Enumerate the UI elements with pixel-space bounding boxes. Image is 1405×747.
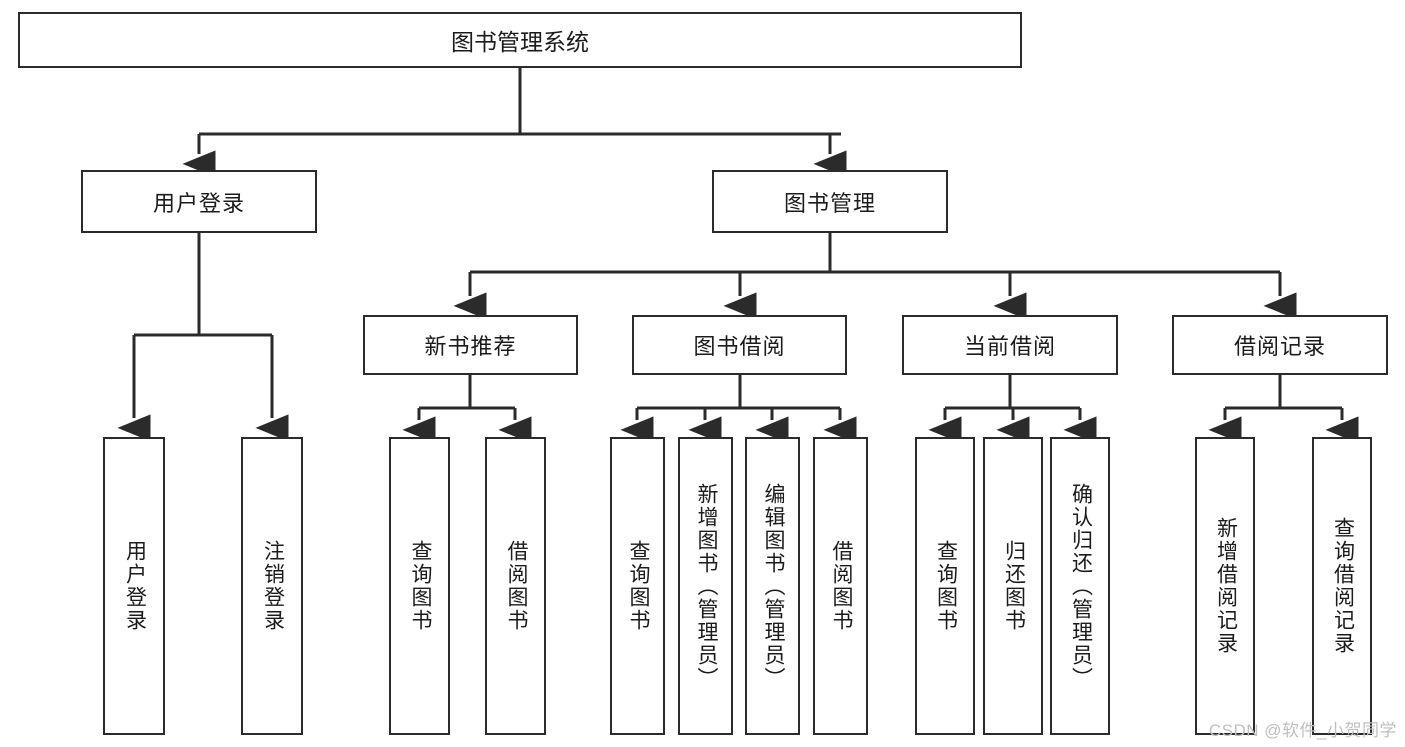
node-leaf-borrow-book-2[interactable]: 借阅图书 [813, 437, 868, 735]
node-new-book-rec-label: 新书推荐 [424, 334, 517, 359]
node-leaf-query-book-1[interactable]: 查询图书 [389, 437, 450, 735]
node-leaf-return-book-label: 归还图书 [1002, 540, 1026, 632]
node-leaf-add-record-label: 新增借阅记录 [1214, 517, 1238, 655]
node-leaf-borrow-book-1[interactable]: 借阅图书 [485, 437, 546, 735]
node-root-label: 图书管理系统 [451, 29, 589, 55]
node-leaf-add-record[interactable]: 新增借阅记录 [1195, 437, 1255, 735]
node-leaf-return-book[interactable]: 归还图书 [983, 437, 1043, 735]
node-user-login-label: 用户登录 [152, 190, 245, 216]
node-root[interactable]: 图书管理系统 [18, 12, 1022, 68]
node-leaf-edit-book-label: 编辑图书（管理员） [761, 482, 785, 690]
node-book-manage[interactable]: 图书管理 [712, 170, 948, 233]
node-leaf-user-login[interactable]: 用户登录 [103, 437, 165, 735]
node-leaf-confirm-return[interactable]: 确认归还（管理员） [1050, 437, 1110, 735]
node-leaf-logout[interactable]: 注销登录 [241, 437, 303, 735]
node-leaf-query-book-3-label: 查询图书 [934, 540, 958, 632]
node-leaf-edit-book[interactable]: 编辑图书（管理员） [745, 437, 800, 735]
node-leaf-borrow-book-2-label: 借阅图书 [829, 540, 853, 632]
node-current-borrow[interactable]: 当前借阅 [902, 315, 1118, 375]
node-leaf-borrow-book-1-label: 借阅图书 [504, 540, 528, 632]
node-leaf-add-book-label: 新增图书（管理员） [694, 482, 718, 690]
node-user-login[interactable]: 用户登录 [81, 170, 317, 233]
node-book-manage-label: 图书管理 [783, 190, 876, 216]
node-leaf-query-book-3[interactable]: 查询图书 [915, 437, 975, 735]
node-current-borrow-label: 当前借阅 [963, 334, 1056, 359]
node-new-book-rec[interactable]: 新书推荐 [363, 315, 578, 375]
node-leaf-logout-label: 注销登录 [261, 540, 285, 632]
node-leaf-confirm-return-label: 确认归还（管理员） [1069, 482, 1093, 690]
node-book-borrow-label: 图书借阅 [693, 334, 786, 359]
node-borrow-record[interactable]: 借阅记录 [1172, 315, 1388, 375]
watermark: CSDN @软件_小贺同学 [1208, 721, 1397, 740]
node-leaf-query-book-2-label: 查询图书 [626, 540, 650, 632]
node-borrow-record-label: 借阅记录 [1233, 334, 1326, 359]
node-leaf-user-login-label: 用户登录 [123, 540, 147, 632]
node-leaf-query-record[interactable]: 查询借阅记录 [1312, 437, 1372, 735]
node-leaf-query-record-label: 查询借阅记录 [1331, 517, 1355, 655]
node-leaf-add-book[interactable]: 新增图书（管理员） [678, 437, 733, 735]
node-leaf-query-book-2[interactable]: 查询图书 [610, 437, 665, 735]
node-book-borrow[interactable]: 图书借阅 [632, 315, 847, 375]
node-leaf-query-book-1-label: 查询图书 [408, 540, 432, 632]
